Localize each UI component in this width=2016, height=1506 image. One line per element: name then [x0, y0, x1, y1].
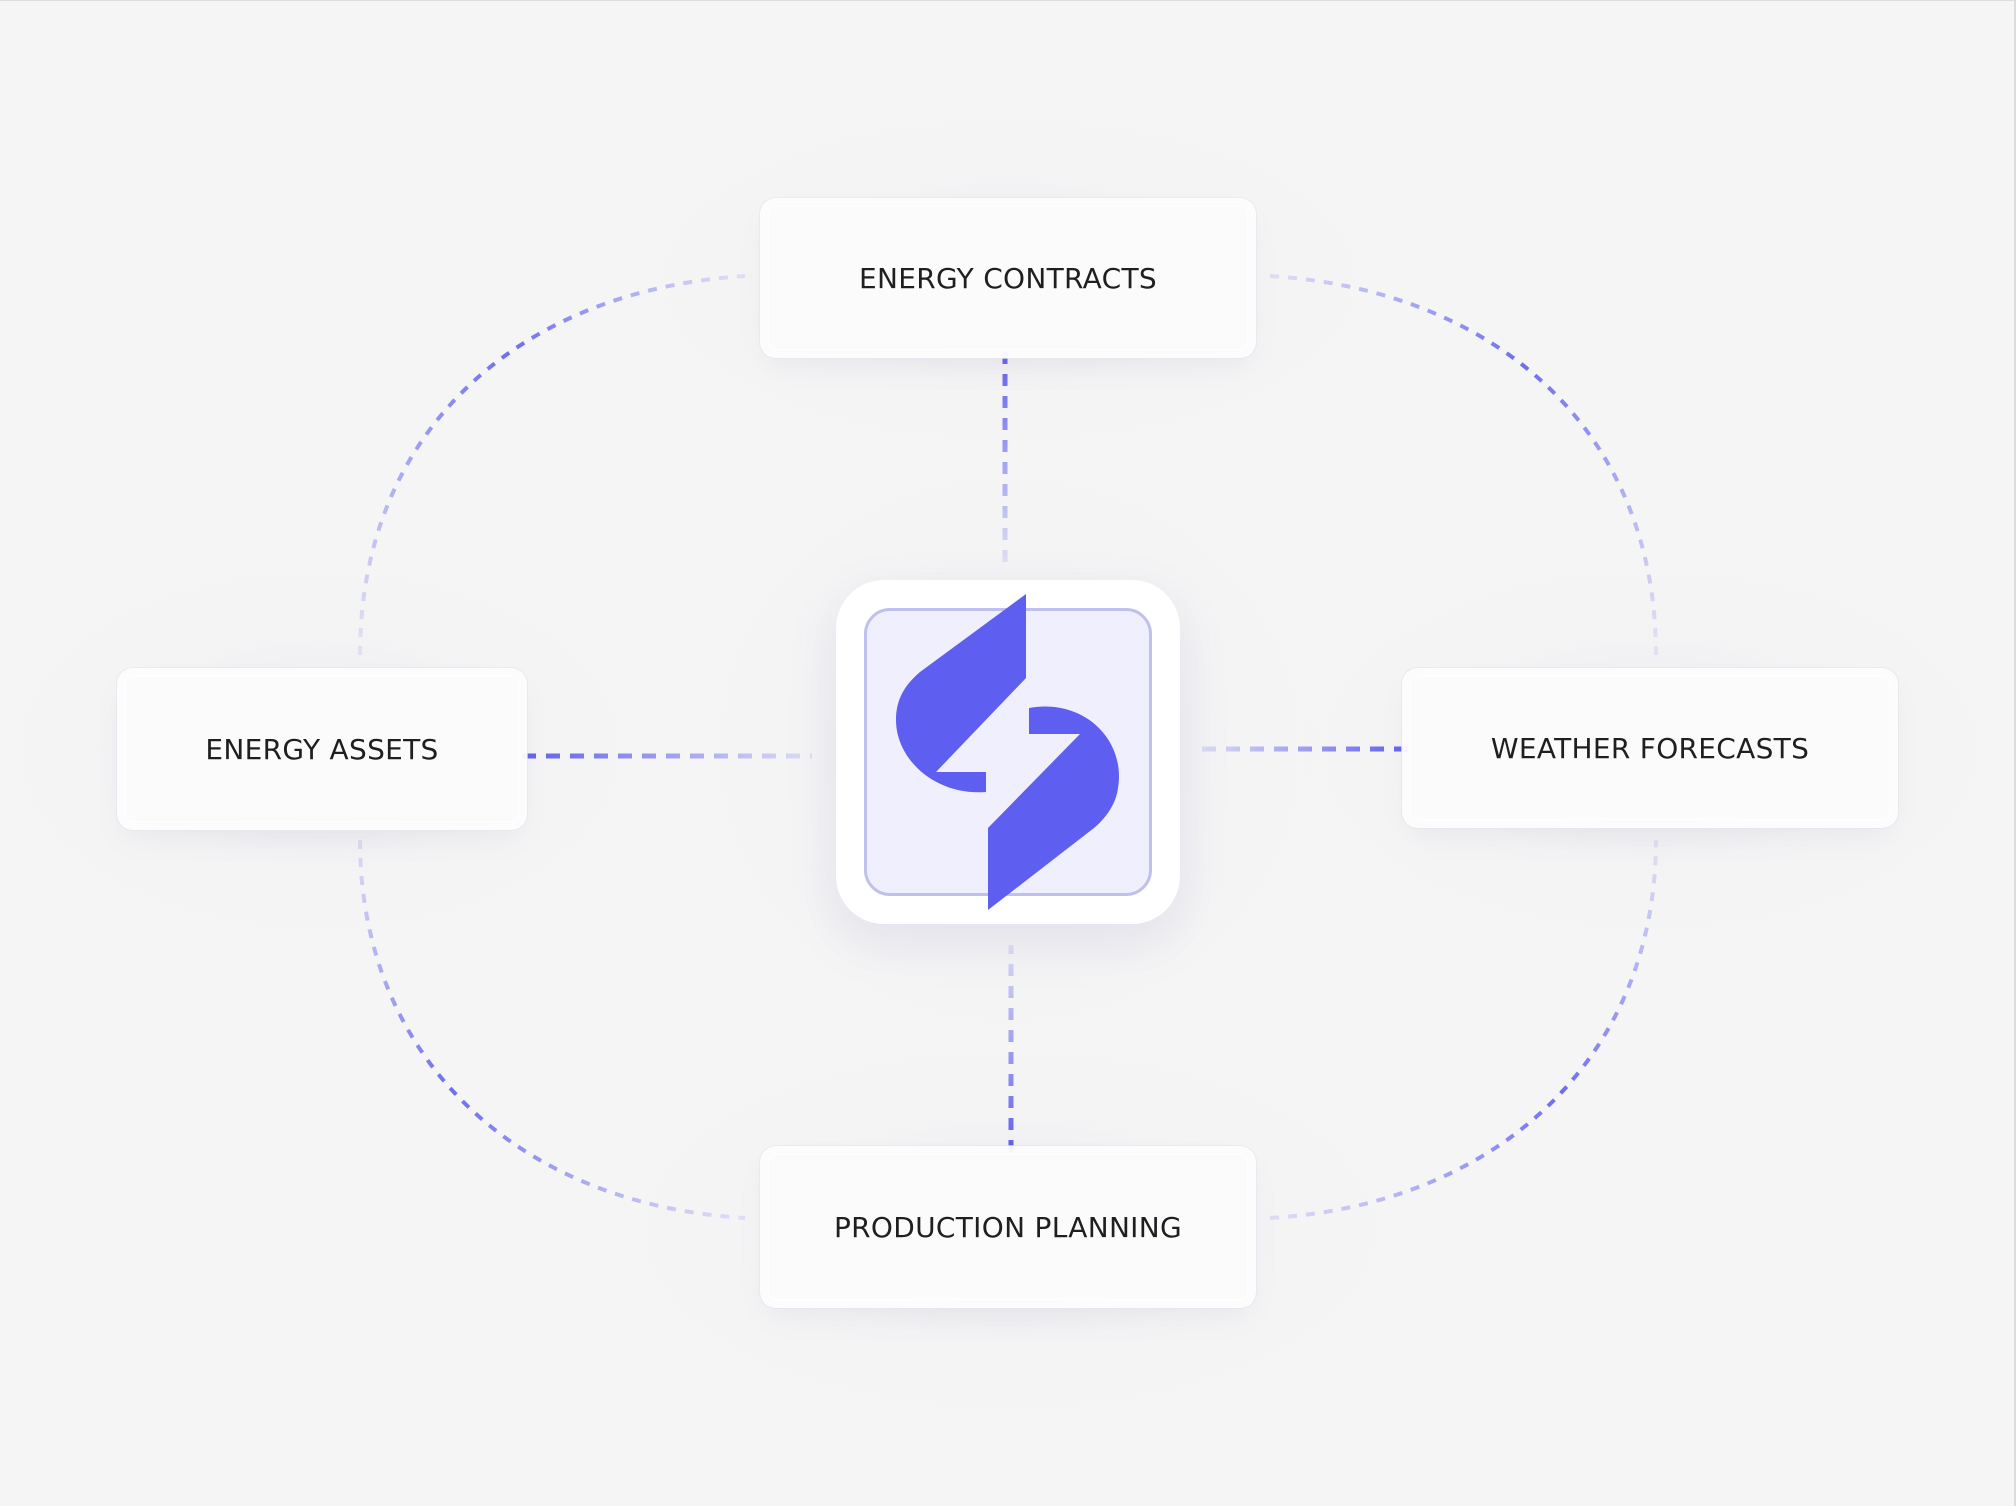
node-label-production-planning: PRODUCTION PLANNING [833, 1210, 1182, 1244]
orbit-arc-top-right [1269, 274, 1658, 656]
orbit-arc-bottom-right [1269, 839, 1658, 1220]
node-energy-assets: ENERGY ASSETS [125, 676, 519, 822]
node-label-energy-assets: ENERGY ASSETS [205, 732, 439, 766]
node-label-energy-contracts: ENERGY CONTRACTS [859, 261, 1157, 295]
node-weather-forecasts: WEATHER FORECASTS [1410, 676, 1890, 820]
bolt-logo-icon [896, 594, 1119, 910]
node-energy-contracts: ENERGY CONTRACTS [768, 206, 1248, 350]
orbit-arc-top-left [358, 274, 746, 656]
hub-tile [836, 580, 1180, 924]
node-production-planning: PRODUCTION PLANNING [768, 1154, 1248, 1300]
orbit-arc-bottom-left [358, 839, 746, 1220]
node-label-weather-forecasts: WEATHER FORECASTS [1490, 731, 1810, 765]
